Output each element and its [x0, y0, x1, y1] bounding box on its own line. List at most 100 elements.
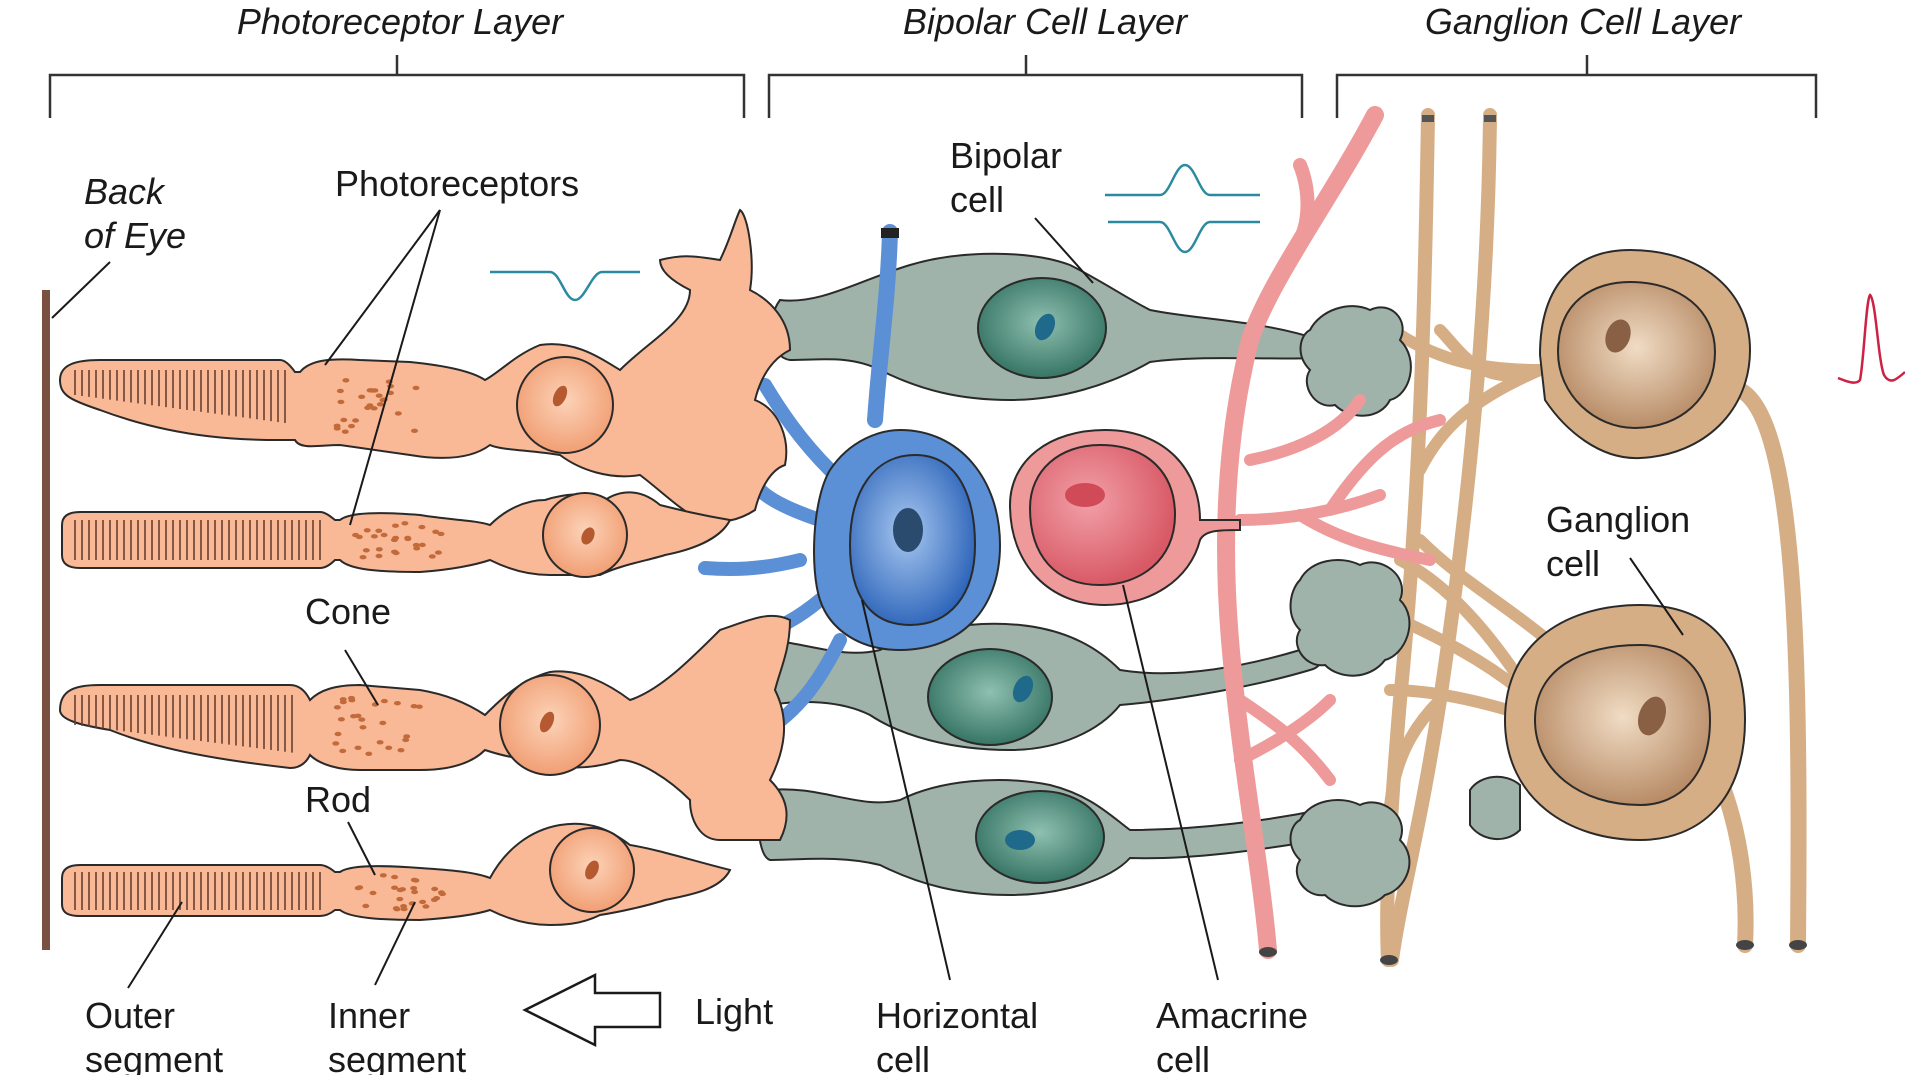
granule [411, 889, 419, 895]
rod-1-nucleolus [581, 527, 595, 545]
granule [348, 423, 355, 429]
granule [362, 548, 370, 553]
horizontal-axon-tip [881, 228, 899, 238]
amacrine-branch-3 [1234, 694, 1336, 786]
ganglion-dendrite-lower [1374, 534, 1566, 726]
leader-horizontal-cell [861, 599, 951, 981]
granule [362, 903, 370, 909]
granule [432, 529, 440, 534]
cone-2 [58, 614, 792, 842]
bracket-ganglion [1335, 55, 1818, 118]
granule [364, 405, 372, 410]
cone-2-nucleolus [539, 711, 555, 733]
bipolar-terminal-1 [1299, 305, 1412, 417]
granule [333, 705, 341, 710]
signal-trace-bipolar-on [1105, 163, 1260, 197]
bipolar-nucleolus-middle [1012, 675, 1034, 703]
granule [379, 720, 387, 726]
granule [411, 428, 418, 433]
label-amacrine-cell-2: cell [1156, 1039, 1210, 1075]
granule [359, 725, 367, 730]
granule [334, 731, 342, 737]
granule [337, 399, 345, 405]
ganglion-axon-2 [1385, 108, 1497, 967]
ganglion-axon-4 [1712, 772, 1754, 953]
layer-brackets: Photoreceptor Layer Bipolar Cell Layer G… [48, 1, 1818, 118]
granule [375, 393, 383, 398]
horizontal-dendrites [698, 378, 847, 742]
horizontal-axon [867, 224, 898, 428]
granule [437, 531, 445, 537]
horizontal-cell [698, 224, 1002, 742]
granule [403, 734, 411, 739]
signal-trace-photoreceptor [490, 270, 640, 302]
leader-inner-segment [374, 901, 416, 986]
granule [358, 394, 366, 399]
bracket-photoreceptor [48, 55, 746, 118]
granule [422, 904, 430, 909]
outer-segment-discs [74, 370, 321, 910]
bipolar-terminal-2 [1289, 559, 1411, 677]
granule [434, 550, 442, 555]
granule [375, 528, 383, 533]
granule [393, 907, 401, 912]
signal-trace-ganglion [1837, 293, 1905, 384]
granule [375, 547, 383, 552]
label-amacrine-cell-1: Amacrine [1156, 995, 1308, 1036]
rod-1 [61, 491, 732, 578]
bipolar-nucleus-middle [927, 648, 1053, 746]
amacrine-branch-2 [1234, 394, 1446, 566]
photoreceptors [58, 208, 792, 927]
granule [392, 550, 400, 556]
axon-end-2 [1736, 940, 1754, 950]
bipolar-nucleolus-lower [1005, 830, 1035, 850]
granule [348, 695, 355, 701]
granule [404, 536, 412, 542]
granule [391, 885, 399, 890]
back-of-eye-wall [42, 290, 50, 950]
ganglion-cells [1374, 108, 1807, 967]
granule [385, 745, 393, 750]
granule [376, 740, 384, 745]
leader-rod [347, 821, 376, 876]
amacrine-cell [1008, 106, 1446, 959]
label-photoreceptors: Photoreceptors [335, 163, 579, 204]
leader-bipolar-cell [1034, 217, 1094, 284]
leader-cone [344, 649, 379, 706]
granule [413, 546, 421, 551]
granule [396, 896, 404, 902]
label-horizontal-cell-1: Horizontal [876, 995, 1038, 1036]
granule [333, 426, 341, 431]
granule [415, 704, 423, 709]
inner-segment-granules [332, 378, 446, 912]
granule [396, 887, 404, 893]
granule [352, 532, 360, 538]
granule [380, 698, 388, 704]
granule [379, 873, 387, 878]
granule [402, 737, 410, 743]
granule [428, 554, 436, 559]
amacrine-end [1259, 947, 1277, 957]
granule [393, 701, 401, 706]
bipolar-terminal-3 [1289, 799, 1411, 908]
granule [358, 717, 366, 722]
label-cone: Cone [305, 591, 391, 632]
leader-lines [127, 209, 1684, 989]
ganglion-nucleolus-lower [1637, 696, 1667, 736]
rod-2-nucleolus [585, 860, 599, 880]
amacrine-branch-1 [1293, 158, 1315, 247]
label-outer-segment-2: segment [85, 1039, 223, 1075]
ganglion-nucleus-upper [1556, 280, 1717, 430]
label-horizontal-cell-2: cell [876, 1039, 930, 1075]
layer-title-ganglion: Ganglion Cell Layer [1425, 1, 1743, 42]
granule [368, 388, 376, 393]
labels: Photoreceptors Cone Rod Outer segment In… [85, 135, 1690, 1075]
granule [339, 699, 347, 705]
granule [412, 542, 420, 548]
cone-1-nucleolus [552, 385, 568, 407]
ganglion-axon-3 [1732, 382, 1807, 953]
granule [375, 553, 383, 559]
amacrine-nucleolus [1065, 483, 1105, 507]
granule [400, 906, 408, 912]
